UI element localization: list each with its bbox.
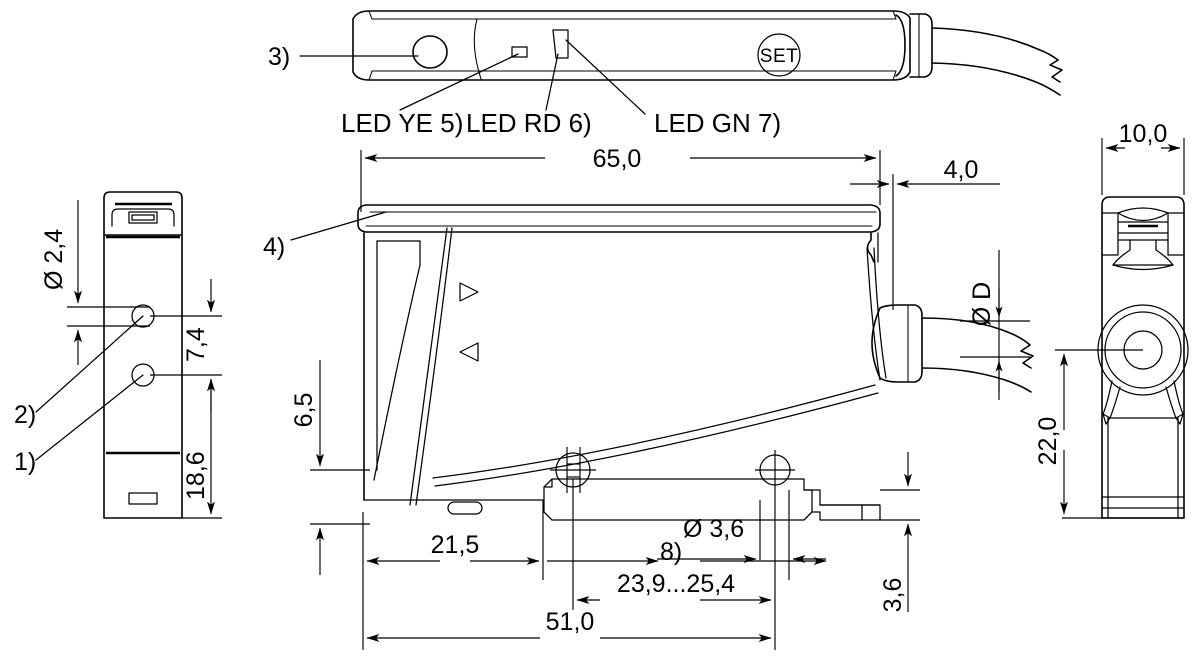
right-view-strut-left-1: [1102, 380, 1113, 415]
dim-hole-to-base: 18,6: [182, 379, 222, 519]
callout-4-label: 4): [263, 233, 285, 261]
front-view-right-curve-2: [873, 247, 887, 379]
set-button-circle[interactable]: [757, 33, 801, 77]
front-view-left-curve-2: [409, 227, 448, 506]
dim-hole-diameter-text: Ø 2,4: [40, 229, 68, 290]
front-view-mount-hole-right: [755, 450, 795, 490]
callout-1-leader: [35, 374, 144, 461]
right-view-lens-cone: [1112, 239, 1174, 266]
dim-hole-diameter: Ø 2,4: [40, 200, 150, 365]
dim-total-length-text: 65,0: [593, 145, 642, 173]
top-view-cable-lower-edge: [931, 62, 1061, 96]
top-view-led-ye-window: [511, 46, 528, 58]
led-callouts: LED YE 5) LED RD 6) LED GN 7): [341, 39, 781, 138]
top-view-lens-opening: [412, 35, 448, 69]
front-view-base-slot: [447, 501, 483, 515]
top-view-endcap-arc: [895, 14, 906, 77]
set-button-label: SET: [760, 46, 798, 67]
callout-3: 3): [268, 43, 419, 71]
dim-width-10: 10,0: [1101, 120, 1185, 195]
front-view-bracket-notch-left: [543, 478, 553, 488]
right-view-lens-top: [1117, 207, 1169, 222]
front-view-right-curve-1: [866, 247, 881, 381]
dim-bracket-36-text: 3,6: [879, 578, 907, 613]
dim-215-text: 21,5: [431, 531, 480, 559]
right-view-strut-right-2: [1165, 386, 1177, 419]
led-ye-leader: [399, 53, 519, 111]
dim-hole-pitch: 7,4: [150, 279, 222, 412]
dim-cable-diameter: Ø D: [960, 250, 1030, 400]
front-view-mount-hole-left: [550, 447, 596, 493]
top-view-chamfer-right-upper: [892, 10, 897, 20]
dim-width-10-text: 10,0: [1119, 120, 1168, 148]
led-gn-leader: [565, 39, 646, 115]
front-view-arrow-up-icon: [459, 282, 479, 302]
front-view-left-curve-3: [415, 227, 453, 506]
front-view-bottom-curve-2: [434, 392, 879, 487]
top-view-led-rd-gn-window: [552, 29, 569, 59]
front-view-left-step: [376, 240, 421, 266]
front-view-left-curve-1: [373, 264, 421, 481]
front-view-bracket-step-right: [803, 489, 813, 513]
dim-hole-pitch-text: 7,4: [182, 327, 210, 362]
dim-total-length: 65,0: [360, 145, 881, 212]
top-view-chamfer-left-upper: [368, 10, 373, 20]
dim-hole-36: Ø 3,6 8): [547, 490, 827, 580]
callout-1-label: 1): [14, 448, 36, 476]
dim-215: 21,5: [362, 500, 544, 580]
left-view-head-outline: [103, 191, 183, 236]
dim-height-22-text: 22,0: [1034, 417, 1062, 466]
left-view-window-frame: [111, 208, 175, 227]
led-gn-label: LED GN 7): [654, 108, 781, 138]
left-view-body-outline: [103, 234, 183, 519]
right-view-body-outline: [1101, 196, 1185, 519]
dim-offset-4-text: 4,0: [944, 156, 979, 184]
callout-3-label: 3): [268, 43, 290, 71]
dim-hole-36-text: Ø 3,6: [683, 515, 744, 543]
right-view-left-bracket: [1101, 212, 1119, 256]
front-view-main-body: [357, 204, 1034, 521]
dim-offset-4: 4,0: [850, 156, 1000, 310]
dim-slot-range-text: 23,9...25,4: [617, 570, 735, 598]
led-rd-label: LED RD 6): [466, 108, 592, 138]
front-view-mounting-bracket: [543, 478, 881, 521]
top-view-cable-upper-edge: [931, 27, 1063, 83]
front-view-cable-lower: [921, 367, 1032, 393]
left-view-window-outer: [128, 211, 158, 224]
front-view-bottom-curve-1: [432, 384, 876, 479]
right-view-lens-cone-base: [1112, 264, 1174, 271]
front-view-cable-upper: [921, 317, 1034, 369]
led-rd-leader: [545, 53, 559, 111]
dim-slot-range: 23,9...25,4: [572, 479, 776, 610]
top-view-chamfer-right-lower: [892, 70, 897, 81]
dim-510-text: 51,0: [546, 608, 595, 636]
dim-height-22: 22,0: [1034, 349, 1184, 519]
right-view-strut-left-2: [1109, 386, 1121, 419]
front-view-arrow-down-icon: [459, 342, 479, 362]
dim-height-65-text: 6,5: [290, 393, 318, 428]
top-view-chamfer-left-lower: [368, 70, 373, 81]
callout-1-2: 2) 1): [14, 315, 144, 476]
dim-bracket-36: 3,6: [879, 452, 920, 612]
dim-cable-diameter-text: Ø D: [968, 282, 996, 326]
callout-2-leader: [35, 315, 144, 413]
callout-8-label: 8): [660, 538, 682, 566]
top-view-separation-curve: [473, 18, 482, 80]
left-view-window-inner: [131, 214, 155, 221]
led-ye-label: LED YE 5): [341, 108, 463, 138]
left-view-bottom-slot: [128, 492, 158, 505]
top-view-sensor-head: SET: [352, 10, 1063, 96]
callout-4-leader: [290, 211, 387, 241]
dim-hole-to-base-text: 18,6: [182, 451, 210, 500]
right-view-strut-right-1: [1173, 380, 1184, 415]
callout-2-label: 2): [14, 401, 36, 429]
right-view-right-bracket: [1167, 212, 1185, 256]
callout-4: 4): [263, 211, 387, 261]
top-view-cable-gland: [909, 13, 933, 78]
dim-height-65: 6,5: [290, 360, 370, 575]
front-view-cable-gland: [871, 304, 923, 383]
dim-510: 51,0: [362, 580, 776, 650]
